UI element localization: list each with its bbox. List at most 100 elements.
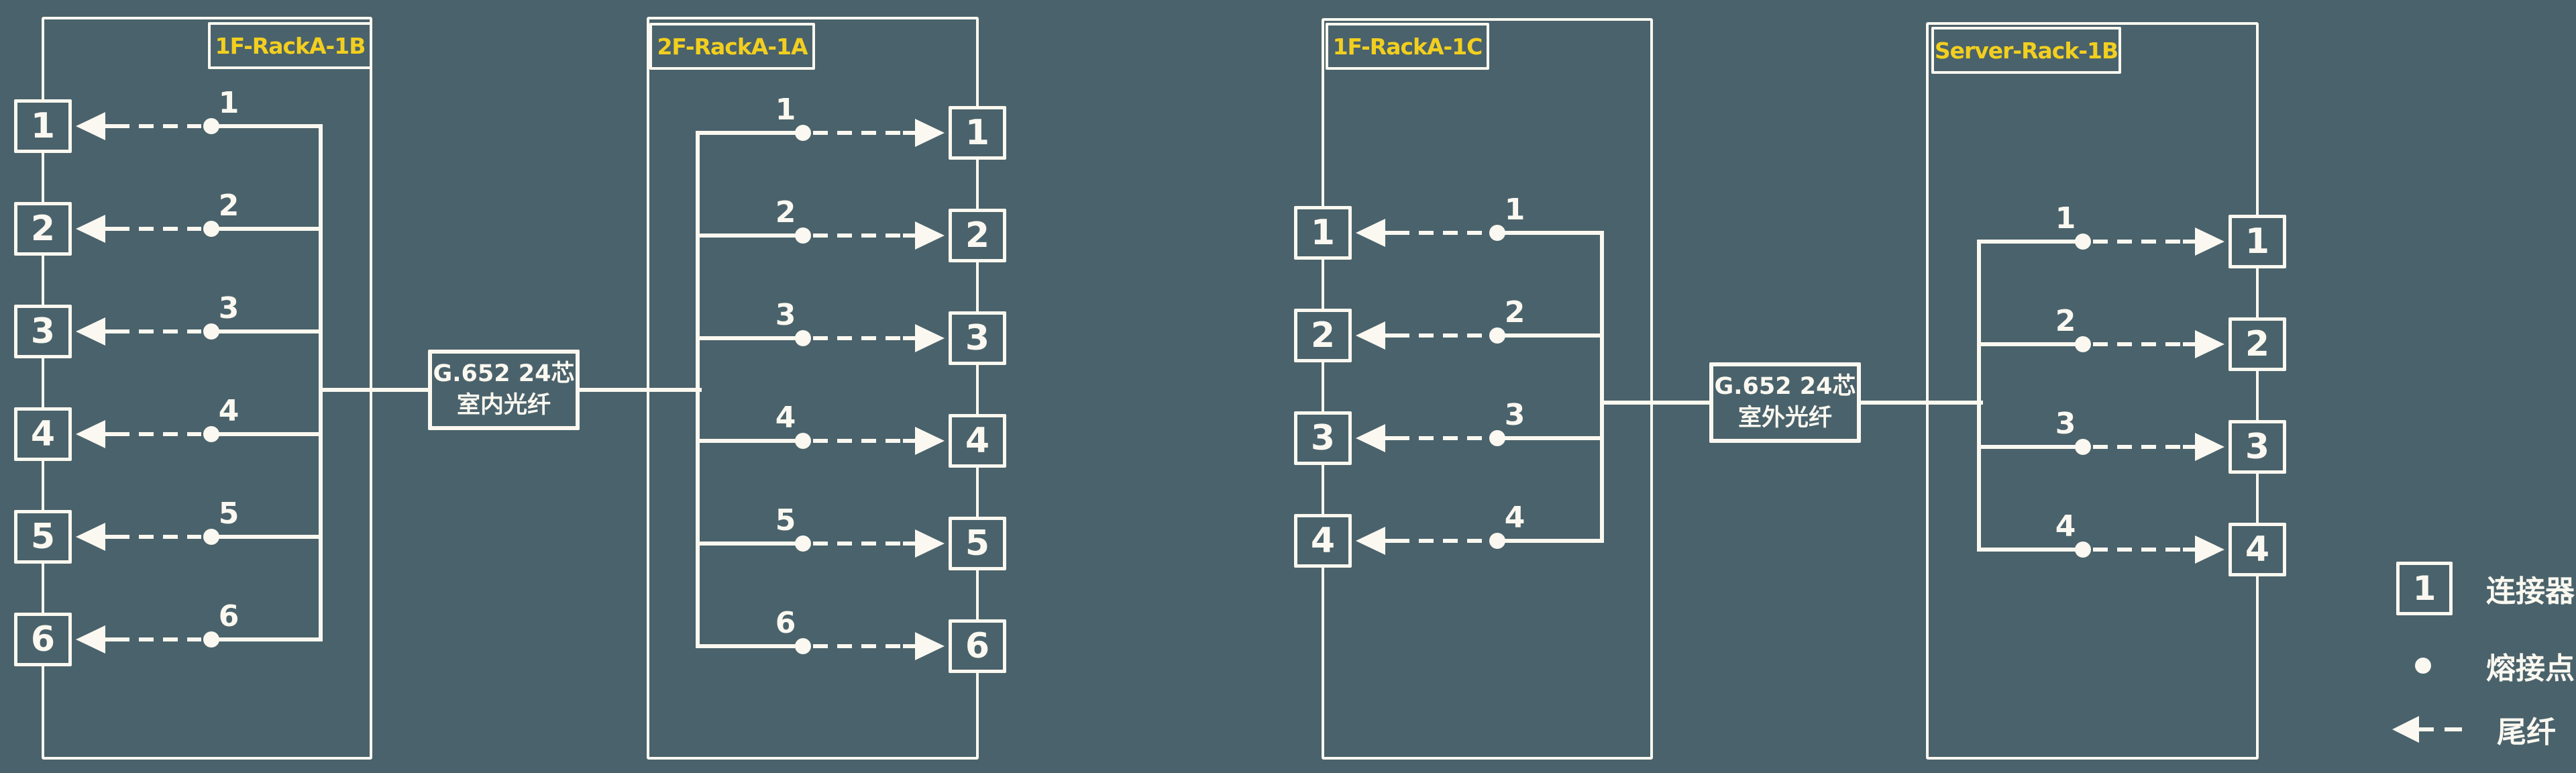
pigtail-dash-line <box>1395 539 1487 543</box>
pigtail-arrow-icon <box>1356 321 1385 350</box>
pigtail-tail <box>1383 539 1397 543</box>
pigtail-dash-line <box>2093 548 2186 552</box>
port-connector-box: 4 <box>14 407 72 461</box>
pigtail-arrow-icon <box>76 112 105 140</box>
pigtail-dash-line <box>2093 445 2186 449</box>
pigtail-tail <box>1383 436 1397 440</box>
splice-dot <box>203 529 219 545</box>
pigtail-dash-line <box>813 336 906 340</box>
pigtail-dash-line <box>2093 240 2186 244</box>
port-connector-box: 3 <box>14 305 72 358</box>
splice-number-label: 2 <box>218 189 239 223</box>
splice-to-bus-line <box>1497 539 1602 543</box>
splice-number-label: 2 <box>2055 304 2076 338</box>
splice-number-label: 6 <box>218 599 239 633</box>
port-connector-box: 3 <box>949 311 1006 365</box>
port-connector-box: 4 <box>2229 523 2286 576</box>
rack-label: 1F-RackA-1B <box>208 22 372 69</box>
splice-number-label: 5 <box>218 497 239 531</box>
splice-to-bus-line <box>211 535 321 539</box>
splice-number-label: 3 <box>775 298 796 332</box>
port-connector-box: 2 <box>949 209 1006 262</box>
splice-number-label: 2 <box>1504 295 1525 329</box>
fiber-cable-type: G.652 24芯 <box>1714 372 1856 400</box>
pigtail-dash-line <box>115 637 201 641</box>
splice-dot <box>2075 336 2091 352</box>
splice-number-label: 2 <box>775 195 796 229</box>
legend-splice-label: 熔接点 <box>2486 652 2575 686</box>
splice-number-label: 6 <box>775 606 796 640</box>
splice-to-bus-line <box>211 432 321 436</box>
legend-connector-label: 连接器 <box>2486 574 2575 609</box>
splice-dot <box>1489 430 1505 446</box>
pigtail-arrow-icon <box>915 427 945 455</box>
legend-splice-dot-icon <box>2415 658 2431 674</box>
pigtail-arrow-icon <box>76 625 105 654</box>
splice-dot <box>795 535 811 552</box>
port-connector-box: 4 <box>949 414 1006 468</box>
splice-to-bus-line <box>211 124 321 128</box>
pigtail-arrow-icon <box>915 632 945 660</box>
pigtail-dash-line <box>813 644 906 648</box>
pigtail-dash-line <box>813 439 906 443</box>
legend-connector-number: 1 <box>2412 569 2436 608</box>
legend-connector-box: 1 <box>2396 562 2453 615</box>
pigtail-tail <box>103 432 117 436</box>
pigtail-dash-line <box>1395 333 1487 338</box>
pigtail-tail <box>2183 240 2198 244</box>
splice-number-label: 3 <box>1504 398 1525 432</box>
pigtail-tail <box>103 227 117 231</box>
pigtail-tail <box>2183 342 2198 346</box>
pigtail-arrow-icon <box>1356 527 1385 555</box>
splice-to-bus-line <box>1497 231 1602 235</box>
port-connector-box: 5 <box>14 510 72 564</box>
fiber-cable-kind: 室外光纤 <box>1737 405 1832 431</box>
pigtail-arrow-icon <box>1356 424 1385 452</box>
splice-number-label: 1 <box>218 86 239 120</box>
pigtail-tail <box>903 439 918 443</box>
fiber-bus-line <box>696 131 700 648</box>
pigtail-tail <box>103 124 117 128</box>
splice-to-bus-line <box>698 336 803 340</box>
pigtail-tail <box>903 336 918 340</box>
splice-dot <box>795 330 811 346</box>
pigtail-tail <box>1383 231 1397 235</box>
legend-pigtail-tail <box>2418 727 2434 731</box>
pigtail-tail <box>903 234 918 238</box>
splice-dot <box>795 433 811 449</box>
pigtail-tail <box>2183 548 2198 552</box>
port-connector-box: 3 <box>1294 411 1352 465</box>
fiber-bus-line <box>319 124 323 641</box>
pigtail-arrow-icon <box>915 119 945 147</box>
port-connector-box: 4 <box>1294 514 1352 568</box>
fiber-bus-line <box>1977 240 1981 552</box>
splice-dot <box>795 227 811 244</box>
pigtail-arrow-icon <box>76 523 105 551</box>
rack-outline <box>1926 22 2259 760</box>
port-connector-box: 1 <box>14 99 72 153</box>
fiber-bus-line <box>1600 231 1604 543</box>
pigtail-dash-line <box>115 227 201 231</box>
splice-number-label: 1 <box>775 93 796 127</box>
splice-to-bus-line <box>211 637 321 641</box>
pigtail-tail <box>1383 333 1397 338</box>
splice-dot <box>2075 234 2091 250</box>
fiber-cable-type: G.652 24芯 <box>433 360 575 387</box>
legend-pigtail-label: 尾纤 <box>2497 715 2556 750</box>
pigtail-tail <box>103 329 117 333</box>
legend-pigtail-dash <box>2445 727 2462 731</box>
splice-number-label: 3 <box>218 291 239 325</box>
splice-number-label: 4 <box>218 394 239 428</box>
port-connector-box: 6 <box>14 613 72 666</box>
splice-dot <box>203 426 219 442</box>
pigtail-arrow-icon <box>2195 433 2224 461</box>
pigtail-tail <box>103 637 117 641</box>
port-connector-box: 3 <box>2229 420 2286 474</box>
splice-to-bus-line <box>211 227 321 231</box>
splice-to-bus-line <box>1979 445 2083 449</box>
splice-dot <box>2075 439 2091 455</box>
splice-dot <box>1489 533 1505 549</box>
splice-to-bus-line <box>211 329 321 333</box>
splice-dot <box>795 125 811 141</box>
splice-number-label: 1 <box>2055 201 2076 236</box>
